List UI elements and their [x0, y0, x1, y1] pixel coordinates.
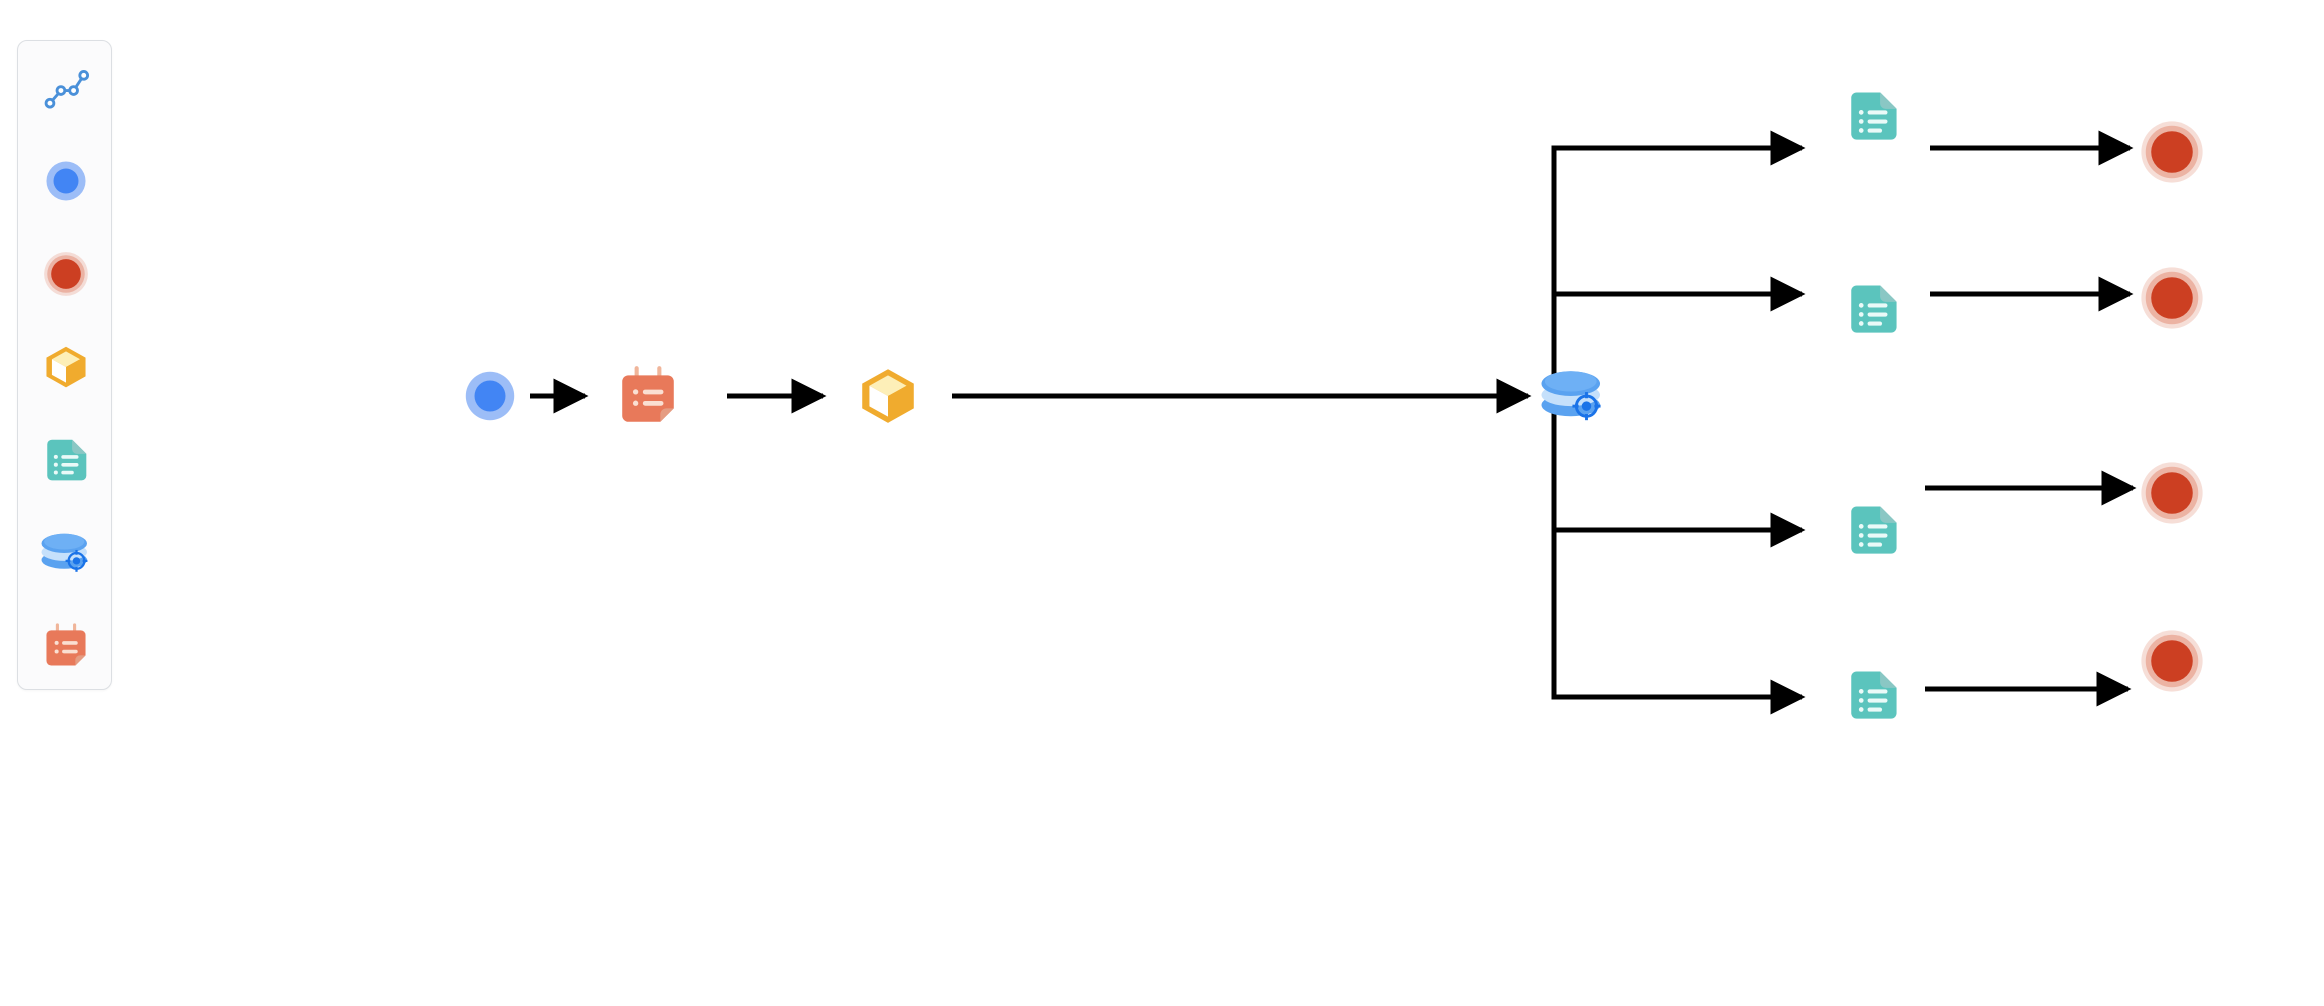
scheduled-job-node[interactable] — [615, 363, 681, 429]
node-palette[interactable] — [17, 40, 112, 690]
teal-document-list-icon — [1844, 280, 1902, 338]
palette-item-sink[interactable] — [18, 227, 113, 320]
sink-node-3[interactable] — [2137, 458, 2207, 528]
database-node[interactable] — [1537, 360, 1609, 432]
palette-item-graph[interactable] — [18, 41, 113, 134]
teal-document-list-icon — [35, 429, 97, 491]
teal-document-list-icon — [1844, 501, 1902, 559]
orange-calendar-list-icon — [615, 363, 681, 429]
blue-circle-node-icon — [459, 365, 521, 427]
sink-node-4[interactable] — [2137, 626, 2207, 696]
source-node[interactable] — [459, 365, 521, 427]
palette-item-database[interactable] — [18, 506, 113, 599]
blue-database-target-icon — [35, 522, 97, 584]
palette-item-source[interactable] — [18, 134, 113, 227]
graph-nodes-icon — [35, 57, 97, 119]
orange-cube-icon — [855, 363, 921, 429]
sink-node-2[interactable] — [2137, 263, 2207, 333]
red-circle-node-icon — [2137, 626, 2207, 696]
document-node-1[interactable] — [1844, 87, 1902, 145]
teal-document-list-icon — [1844, 87, 1902, 145]
red-circle-node-icon — [2137, 263, 2207, 333]
palette-item-document[interactable] — [18, 413, 113, 506]
palette-item-package[interactable] — [18, 320, 113, 413]
blue-database-target-icon — [1537, 360, 1609, 432]
orange-cube-icon — [35, 336, 97, 398]
orange-calendar-list-icon — [35, 615, 97, 677]
red-circle-node-icon — [2137, 458, 2207, 528]
red-circle-node-icon — [2137, 117, 2207, 187]
package-node[interactable] — [855, 363, 921, 429]
teal-document-list-icon — [1844, 666, 1902, 724]
blue-circle-node-icon — [35, 150, 97, 212]
palette-item-schedule[interactable] — [18, 599, 113, 692]
document-node-3[interactable] — [1844, 501, 1902, 559]
document-node-4[interactable] — [1844, 666, 1902, 724]
sink-node-1[interactable] — [2137, 117, 2207, 187]
document-node-2[interactable] — [1844, 280, 1902, 338]
red-circle-node-icon — [35, 243, 97, 305]
